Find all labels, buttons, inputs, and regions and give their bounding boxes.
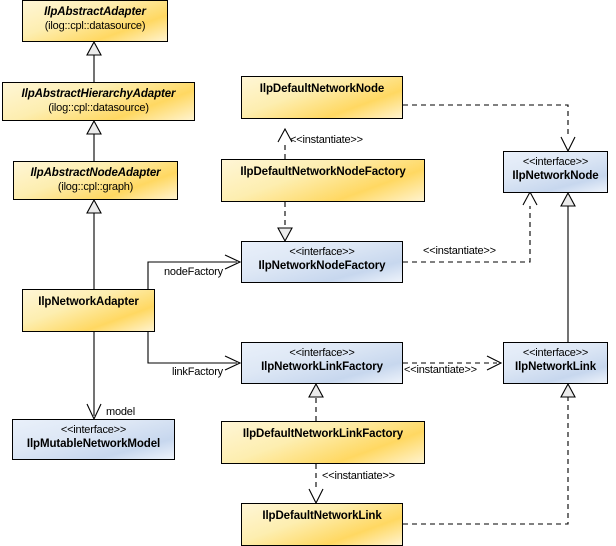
edge-networkadapter-to-linkfactory: [147, 332, 242, 371]
class-name: IlpNetworkAdapter: [38, 296, 139, 308]
edge-defaultlink-to-networklink: [403, 382, 576, 525]
stereotype-label: <<interface>>: [289, 246, 355, 258]
stereotype-label: <<interface>>: [289, 347, 355, 359]
edge-networkadapter-to-nodeadapter: [86, 198, 102, 289]
class-name: IlpDefaultNetworkNode: [259, 83, 385, 95]
edge-label-instantiate-network-node: <<instantiate>>: [423, 245, 496, 257]
edge-label-node-factory: nodeFactory: [164, 266, 223, 278]
class-box-ilp-abstract-hierarchy-adapter[interactable]: IlpAbstractHierarchyAdapter (ilog::cpl::…: [2, 82, 195, 121]
edge-defaultnodefactory-to-defaultnode: [277, 127, 293, 159]
edge-defaultlinkfactory-to-defaultlink: [308, 464, 324, 505]
stereotype-label: <<interface>>: [60, 424, 127, 436]
class-name: IlpAbstractHierarchyAdapter: [21, 88, 176, 100]
class-name: IlpAbstractAdapter: [44, 6, 146, 18]
class-name: IlpDefaultNetworkLink: [262, 510, 382, 522]
class-box-ilp-network-adapter[interactable]: IlpNetworkAdapter: [22, 289, 155, 332]
edge-label-instantiate-default-node: <<instantiate>>: [290, 134, 363, 146]
edge-networkadapter-to-model: [86, 332, 102, 421]
class-box-ilp-network-link-factory[interactable]: <<interface>> IlpNetworkLinkFactory: [241, 342, 403, 384]
class-namespace: (ilog::cpl::datasource): [48, 102, 149, 114]
edge-defaultlinkfactory-to-linkfactory: [308, 382, 324, 421]
class-namespace: (ilog::cpl::graph): [57, 181, 134, 193]
class-box-ilp-network-node-factory[interactable]: <<interface>> IlpNetworkNodeFactory: [241, 241, 403, 283]
class-name: IlpNetworkLinkFactory: [261, 361, 383, 373]
class-name: IlpNetworkLink: [514, 361, 597, 373]
edge-hierarchy-to-adapter: [86, 40, 102, 82]
stereotype-label: <<interface>>: [522, 347, 589, 359]
class-box-ilp-mutable-network-model[interactable]: <<interface>> IlpMutableNetworkModel: [12, 419, 175, 460]
edge-nodeadapter-to-hierarchy: [86, 119, 102, 161]
class-box-ilp-abstract-adapter[interactable]: IlpAbstractAdapter (ilog::cpl::datasourc…: [22, 0, 168, 42]
class-box-ilp-default-network-node[interactable]: IlpDefaultNetworkNode: [241, 76, 403, 119]
edge-label-instantiate-network-link: <<instantiate>>: [404, 364, 477, 376]
edge-label-link-factory: linkFactory: [172, 366, 223, 378]
class-box-ilp-default-network-link-factory[interactable]: IlpDefaultNetworkLinkFactory: [221, 421, 425, 464]
class-name: IlpAbstractNodeAdapter: [30, 167, 161, 179]
edge-networkadapter-to-nodefactory: [147, 254, 242, 289]
class-name: IlpMutableNetworkModel: [26, 438, 161, 450]
class-box-ilp-network-node[interactable]: <<interface>> IlpNetworkNode: [503, 151, 608, 193]
class-box-ilp-abstract-node-adapter[interactable]: IlpAbstractNodeAdapter (ilog::cpl::graph…: [13, 161, 178, 200]
edge-defaultnode-to-networknode: [403, 104, 576, 153]
edge-defaultnodefactory-to-nodefactory: [277, 202, 293, 243]
class-box-ilp-default-network-link[interactable]: IlpDefaultNetworkLink: [241, 503, 403, 546]
edge-linkfactory-to-networklink: [403, 355, 503, 371]
edge-label-instantiate-default-link: <<instantiate>>: [322, 470, 395, 482]
edge-label-model: model: [106, 406, 135, 418]
stereotype-label: <<interface>>: [522, 156, 589, 168]
edge-networklink-to-networknode: [560, 191, 576, 342]
class-name: IlpDefaultNetworkLinkFactory: [242, 428, 404, 440]
class-name: IlpDefaultNetworkNodeFactory: [240, 166, 406, 178]
class-box-ilp-default-network-node-factory[interactable]: IlpDefaultNetworkNodeFactory: [221, 159, 425, 202]
class-namespace: (ilog::cpl::datasource): [44, 20, 146, 32]
class-name: IlpNetworkNode: [512, 170, 599, 182]
class-name: IlpNetworkNodeFactory: [258, 260, 386, 272]
class-box-ilp-network-link[interactable]: <<interface>> IlpNetworkLink: [503, 342, 608, 384]
